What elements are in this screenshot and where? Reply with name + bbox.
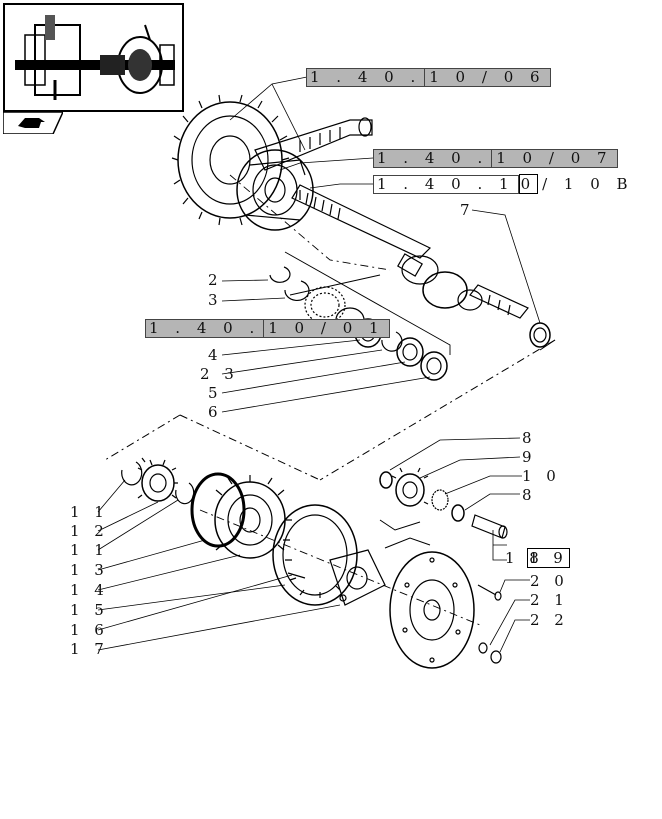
callout-14[interactable]: 1 4 xyxy=(70,581,109,599)
reference-suffix: 1 0 / 0 7 xyxy=(492,148,618,168)
callout-11b[interactable]: 1 1 xyxy=(70,541,109,559)
seal-ring-7[interactable] xyxy=(529,322,551,348)
callout-20[interactable]: 2 0 xyxy=(530,572,569,590)
axle-shaft[interactable] xyxy=(291,184,432,259)
differential-cage[interactable] xyxy=(236,149,314,231)
ring-6[interactable] xyxy=(420,351,448,381)
washer-8b[interactable] xyxy=(451,504,465,522)
bolt-20[interactable] xyxy=(477,584,502,601)
reference-prefix: 1 . 4 0 . 1 xyxy=(373,174,519,194)
reference-suffix: 1 0 / 0 1 xyxy=(264,318,390,338)
callout-9[interactable]: 9 xyxy=(522,448,537,466)
axle-thumbnail xyxy=(3,3,184,112)
reference-link-2[interactable]: 1 . 4 0 . 1 0 / 0 7 xyxy=(373,148,618,168)
circlip-3[interactable] xyxy=(284,280,310,302)
reference-link-1[interactable]: 1 . 4 0 . 1 0 / 0 6 xyxy=(306,67,551,87)
circlip-2[interactable] xyxy=(269,266,291,283)
callout-17[interactable]: 1 7 xyxy=(70,640,109,658)
pin-18[interactable] xyxy=(471,514,508,539)
reference-link-4[interactable]: 1 . 4 0 . 1 0 / 0 1 xyxy=(145,318,390,338)
reference-suffix: / 1 0 B xyxy=(542,175,634,193)
callout-21[interactable]: 2 1 xyxy=(530,591,569,609)
pin-16[interactable] xyxy=(287,572,306,579)
circlip-11b[interactable] xyxy=(175,482,195,505)
arrow-icon xyxy=(18,118,45,128)
wheel-hub[interactable] xyxy=(389,551,475,669)
callout-3[interactable]: 3 xyxy=(208,291,223,309)
ring-gear-15[interactable] xyxy=(272,504,358,606)
axle-thumbnail-drawing xyxy=(15,15,175,100)
callout-6[interactable]: 6 xyxy=(208,403,223,421)
needle-bearing-10[interactable] xyxy=(431,489,449,511)
screw-22[interactable] xyxy=(490,650,502,664)
callout-11a[interactable]: 1 1 xyxy=(70,503,109,521)
callout-8a[interactable]: 8 xyxy=(522,429,537,447)
leader-lines xyxy=(97,76,541,653)
callout-16[interactable]: 1 6 xyxy=(70,621,109,639)
universal-joint[interactable] xyxy=(397,253,529,319)
reference-prefix: 1 . 4 0 . xyxy=(306,67,426,87)
callout-7[interactable]: 7 xyxy=(460,201,475,219)
nav-tab[interactable] xyxy=(2,111,65,135)
callout-5[interactable]: 5 xyxy=(208,384,223,402)
callout-15[interactable]: 1 5 xyxy=(70,601,109,619)
callout-10[interactable]: 1 0 xyxy=(522,467,561,485)
callout-19: 1 9 xyxy=(527,548,570,568)
callout-23[interactable]: 2 3 xyxy=(200,365,239,383)
circlip-11a[interactable] xyxy=(121,461,143,486)
pinion-shaft[interactable] xyxy=(254,117,373,171)
washer-21[interactable] xyxy=(478,642,488,654)
washer-8a[interactable] xyxy=(379,471,393,489)
crown-wheel[interactable] xyxy=(171,94,290,226)
reference-prefix: 1 . 4 0 . xyxy=(145,318,265,338)
callout-18[interactable]: 1 8 xyxy=(505,549,544,567)
reference-prefix: 1 . 4 0 . xyxy=(373,148,493,168)
callout-13[interactable]: 1 3 xyxy=(70,561,109,579)
planet-gear-12[interactable] xyxy=(137,457,178,502)
callout-2[interactable]: 2 xyxy=(208,271,223,289)
callout-22[interactable]: 2 2 xyxy=(530,611,569,629)
callout-12[interactable]: 1 2 xyxy=(70,522,109,540)
planet-gear-9[interactable] xyxy=(391,467,429,507)
seal-5[interactable] xyxy=(396,337,424,367)
callout-8b[interactable]: 8 xyxy=(522,486,537,504)
callout-19-wrapper[interactable]: 1 9 xyxy=(527,548,570,568)
reference-boxed-digit: 0 xyxy=(518,174,539,194)
callout-4[interactable]: 4 xyxy=(208,346,223,364)
hub-plate-17[interactable] xyxy=(329,549,386,606)
reference-suffix: 1 0 / 0 6 xyxy=(425,67,551,87)
